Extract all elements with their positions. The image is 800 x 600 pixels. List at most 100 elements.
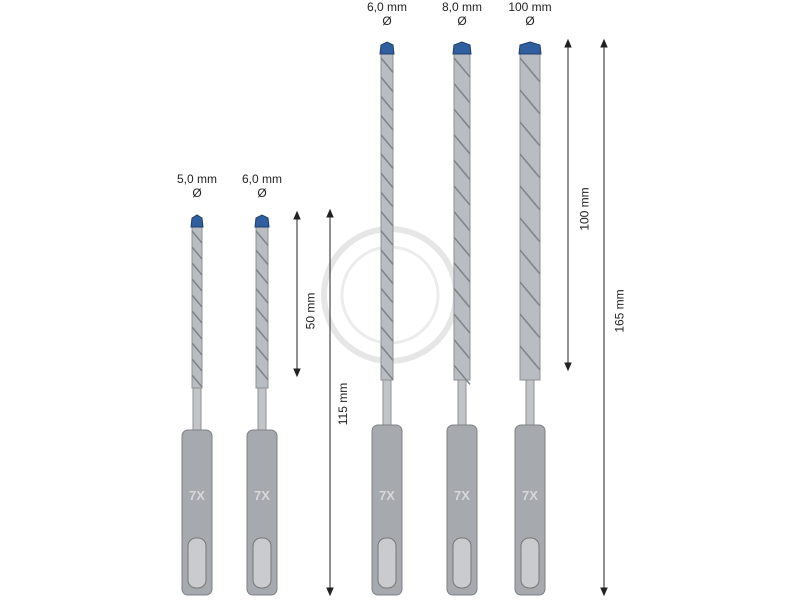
flute-spiral — [380, 76, 394, 93]
neck — [457, 379, 467, 426]
carbide-tip — [518, 41, 542, 55]
shank-logo: 7X — [254, 488, 270, 503]
flute-spiral — [191, 294, 203, 308]
flute-spiral — [255, 249, 269, 266]
flute-spiral — [255, 230, 269, 246]
flute-spiral — [191, 326, 203, 340]
flute-spiral — [519, 313, 541, 339]
arrow-up-icon — [293, 210, 301, 220]
flute-spiral — [255, 364, 269, 381]
shank-slot — [452, 537, 472, 589]
flute-spiral — [519, 185, 541, 211]
flute-spiral — [519, 121, 541, 147]
flute-spiral — [255, 307, 269, 323]
flute-spiral — [380, 57, 394, 73]
flute-spiral — [519, 57, 541, 83]
flute-spiral — [380, 191, 394, 208]
shank-logo: 7X — [454, 488, 470, 503]
flute-spiral — [255, 268, 269, 285]
shank-slot — [520, 537, 540, 589]
flute-spiral — [519, 153, 541, 179]
shank-slot — [377, 537, 397, 589]
neck — [192, 387, 202, 431]
shank-slot — [252, 537, 272, 589]
flute-spiral — [453, 262, 471, 283]
dimension-line — [564, 38, 572, 372]
dimension-line — [326, 208, 334, 597]
carbide-tip — [190, 214, 204, 228]
arrow-down-icon — [564, 362, 572, 372]
carbide-tip — [254, 214, 270, 228]
flute-spiral — [191, 310, 203, 324]
flute-spiral — [453, 236, 471, 257]
flute-spiral — [380, 153, 394, 169]
flute-spiral — [453, 185, 471, 206]
flute-spiral — [519, 249, 541, 275]
arrow-down-icon — [326, 587, 334, 597]
flute-spiral — [380, 287, 394, 304]
flute-spiral — [191, 246, 203, 260]
flute-spiral — [255, 326, 269, 342]
arrow-up-icon — [326, 208, 334, 218]
flute-spiral — [453, 339, 471, 360]
flute-spiral — [453, 83, 471, 104]
shank-logo: 7X — [379, 488, 395, 503]
flute-spiral — [380, 345, 394, 361]
flute-spiral — [255, 288, 269, 304]
flute-spiral — [191, 262, 203, 276]
flute-spiral — [453, 364, 471, 385]
flute-spiral — [380, 364, 394, 381]
flute-spiral — [380, 172, 394, 189]
flute-spiral — [519, 281, 541, 307]
dim-long-total: 165 mm — [612, 289, 627, 333]
drill-bit: 7X — [246, 214, 278, 596]
dimension-line — [600, 38, 608, 597]
flute-spiral — [380, 249, 394, 265]
flute-spiral — [380, 326, 394, 342]
dimension-line — [293, 210, 301, 378]
dim-long-working: 100 mm — [577, 187, 592, 231]
flute — [380, 51, 394, 381]
flute-spiral — [380, 211, 394, 227]
flute-spiral — [380, 134, 394, 150]
flute-spiral — [191, 230, 203, 244]
neck — [382, 379, 392, 426]
flute-spiral — [380, 307, 394, 323]
shank-logo: 7X — [522, 488, 538, 503]
drill-bit: 7X — [371, 41, 403, 596]
flute-spiral — [453, 134, 471, 155]
flute-spiral — [519, 217, 541, 243]
flute-spiral — [453, 313, 471, 334]
flute-spiral — [519, 345, 541, 371]
dim-short-working: 50 mm — [303, 292, 318, 330]
flute-spiral — [191, 374, 203, 388]
flute-spiral — [191, 358, 203, 372]
flute-spiral — [519, 89, 541, 115]
shank-logo: 7X — [189, 488, 205, 503]
flute-spiral — [453, 108, 471, 129]
drill-bit: 7X — [446, 41, 478, 596]
carbide-tip — [452, 41, 472, 55]
neck — [525, 379, 535, 426]
drill-bit: 7X — [181, 214, 213, 596]
flute-spiral — [191, 278, 203, 292]
flute-spiral — [453, 211, 471, 232]
arrow-up-icon — [564, 38, 572, 48]
flute-spiral — [453, 287, 471, 309]
flute-spiral — [255, 345, 269, 362]
carbide-tip — [379, 41, 395, 55]
drill-bit: 7X — [514, 41, 546, 596]
arrow-down-icon — [600, 587, 608, 597]
neck — [257, 387, 267, 431]
dim-short-total: 115 mm — [336, 382, 351, 426]
flute-spiral — [191, 342, 203, 356]
flute-spiral — [453, 57, 471, 78]
flute-spiral — [380, 230, 394, 246]
